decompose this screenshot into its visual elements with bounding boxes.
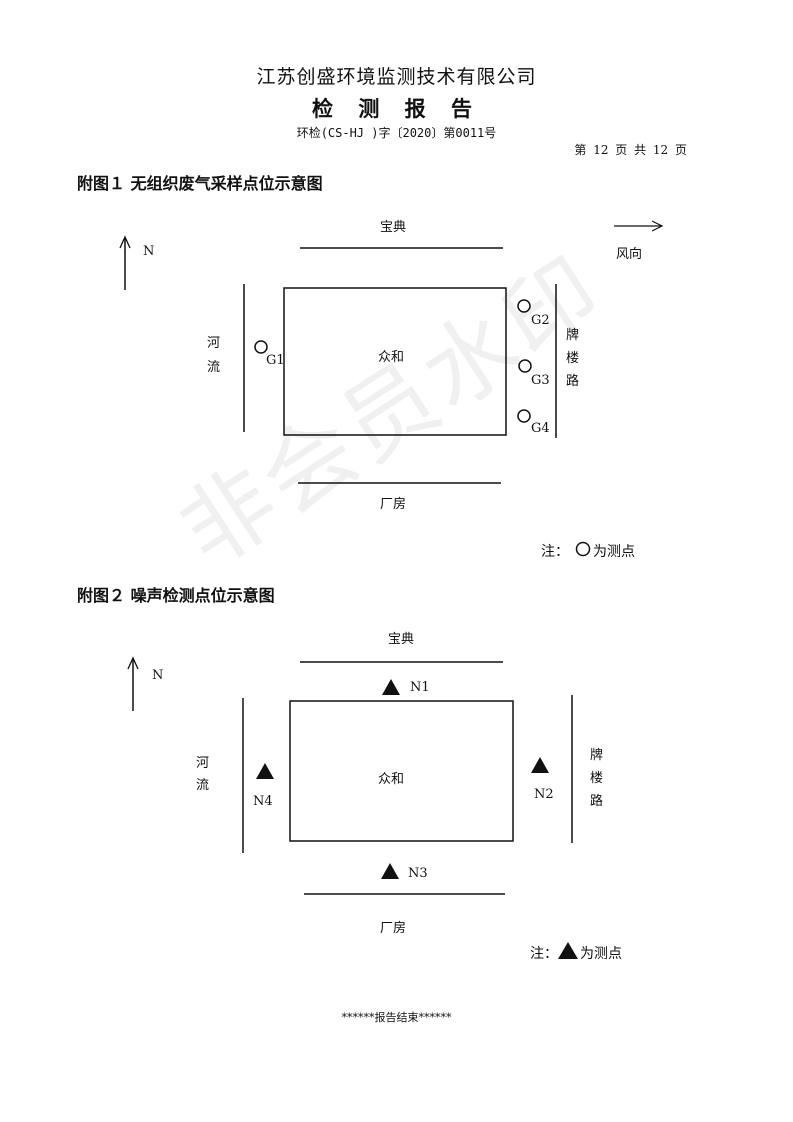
bottom-label: 厂房: [380, 921, 407, 936]
triangle-marker-icon: [381, 863, 399, 879]
wind-label: 风向: [616, 247, 643, 262]
river-label-2: 流: [207, 360, 221, 375]
legend-circle-icon: [575, 541, 591, 557]
building-label: 众和: [378, 772, 405, 787]
point-label-g4: G4: [531, 421, 550, 436]
note-suffix: 为测点: [593, 544, 635, 560]
circle-marker-icon: [254, 340, 268, 354]
triangle-marker-icon: [531, 757, 549, 773]
figure1-diagram: [119, 220, 664, 557]
north-label: N: [152, 668, 164, 683]
triangle-marker-icon: [382, 679, 400, 695]
circle-marker-icon: [517, 409, 531, 423]
road-label-3: 路: [590, 794, 604, 809]
top-road-label: 宝典: [380, 220, 407, 235]
report-end-text: ******报告结束******: [341, 1011, 452, 1024]
circle-marker-icon: [518, 359, 532, 373]
point-label-g3: G3: [531, 373, 550, 388]
road-label-2: 楼: [566, 351, 580, 366]
legend-triangle-icon: [558, 942, 578, 959]
note-prefix: 注：: [530, 946, 558, 962]
point-label-n4: N4: [253, 794, 273, 809]
triangle-marker-icon: [256, 763, 274, 779]
point-label-n3: N3: [408, 866, 428, 881]
document-number: 环检(CS-HJ )字〔2020〕第0011号: [296, 126, 497, 140]
bottom-label: 厂房: [380, 497, 407, 512]
point-label-g2: G2: [531, 313, 550, 328]
road-label-1: 牌: [590, 748, 604, 763]
top-road-label: 宝典: [388, 632, 415, 647]
river-label-1: 河: [207, 336, 221, 351]
note-suffix: 为测点: [580, 946, 622, 962]
circle-marker-icon: [517, 299, 531, 313]
building-rect: [289, 700, 514, 842]
figure2-diagram: [127, 656, 573, 895]
point-label-g1: G1: [266, 353, 285, 368]
figure2-triangles: [256, 679, 578, 959]
north-label: N: [143, 244, 155, 259]
river-label-1: 河: [196, 756, 210, 771]
road-label-2: 楼: [590, 771, 604, 786]
figure2-heading: 附图２ 噪声检测点位示意图: [77, 586, 275, 605]
point-label-n2: N2: [534, 787, 554, 802]
road-label-1: 牌: [566, 328, 580, 343]
figure1-heading: 附图１ 无组织废气采样点位示意图: [77, 174, 323, 193]
note-prefix: 注：: [541, 544, 569, 560]
point-label-n1: N1: [410, 680, 430, 695]
building-label: 众和: [378, 350, 405, 365]
river-label-2: 流: [196, 778, 210, 793]
report-title: 检 测 报 告: [312, 96, 481, 121]
page-info: 第 12 页 共 12 页: [574, 143, 687, 157]
road-label-3: 路: [566, 374, 580, 389]
company-name: 江苏创盛环境监测技术有限公司: [256, 66, 537, 88]
building-rect: [283, 287, 507, 436]
